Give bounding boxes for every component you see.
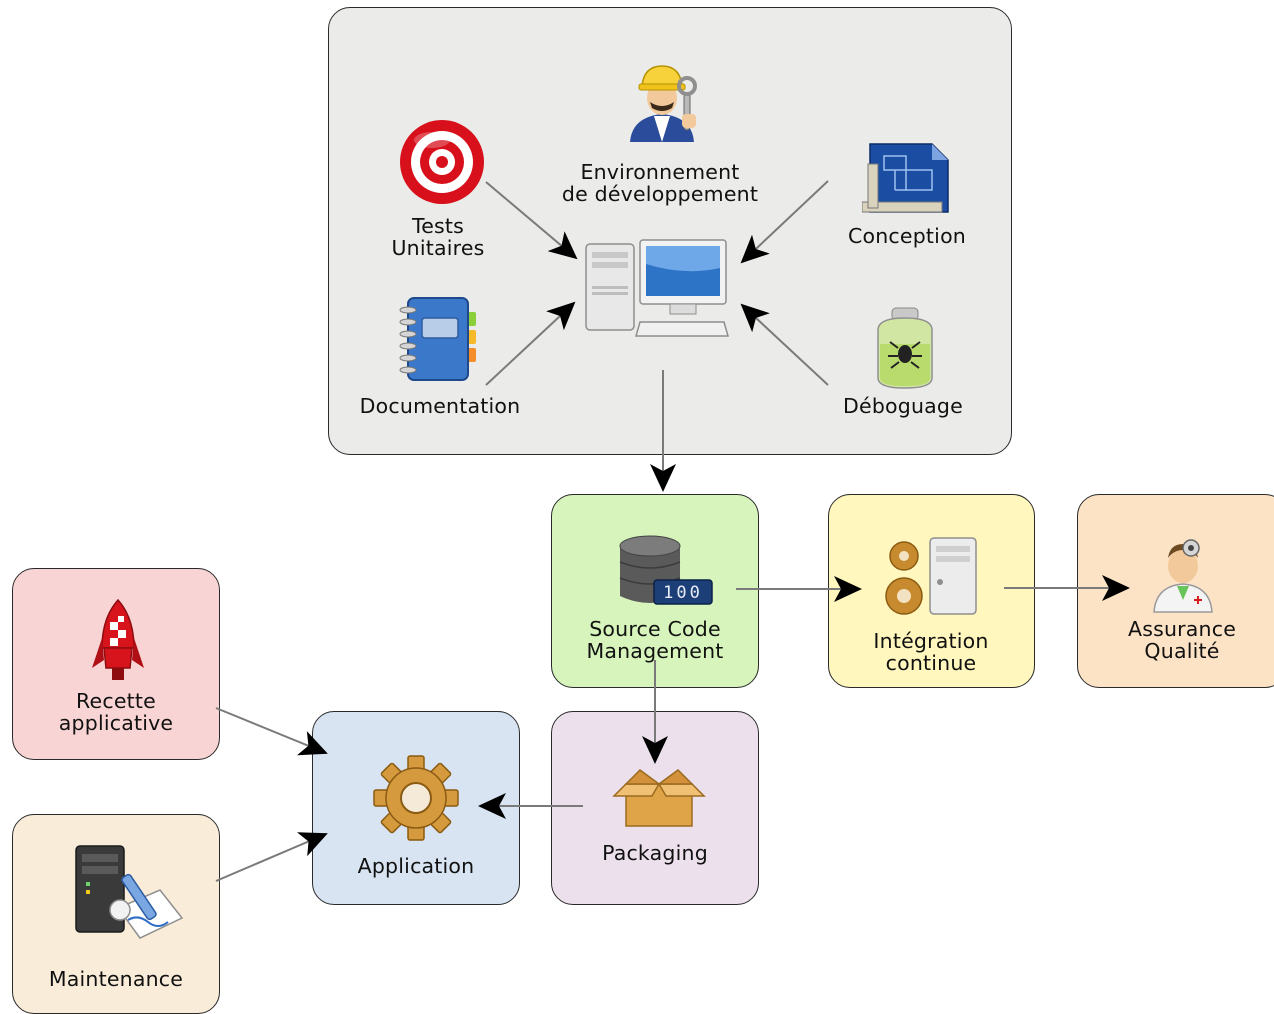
- arrow-maintenance-to-application: [215, 832, 328, 882]
- documentation-label: Documentation: [359, 394, 521, 418]
- scm-label: Source Code Management: [586, 617, 724, 663]
- arrow-recette-to-application: [215, 707, 328, 756]
- arrow-conception-to-workstation: [740, 180, 829, 264]
- maintenance-label: Maintenance: [48, 967, 184, 991]
- rocket-icon: [92, 598, 144, 680]
- doctor-icon: [1153, 539, 1213, 613]
- conception-label: Conception: [847, 224, 966, 248]
- database-icon: 100: [619, 535, 713, 605]
- server-pen-icon: [75, 845, 184, 939]
- blueprint-icon: [862, 143, 949, 213]
- packaging-label: Packaging: [602, 841, 708, 865]
- notebook-icon: [399, 297, 476, 381]
- application-label: Application: [357, 854, 475, 878]
- target-icon: [400, 120, 484, 204]
- arrow-debug-to-workstation: [740, 303, 829, 386]
- ci-label: Intégration continue: [873, 629, 989, 675]
- gears-server-icon: [885, 537, 977, 615]
- box-icon: [612, 769, 706, 827]
- arrow-documentation-to-workstation: [485, 301, 576, 386]
- gear-icon: [373, 755, 459, 841]
- tests-label: Tests Unitaires: [391, 214, 485, 260]
- qa-label: Assurance Qualité: [1127, 617, 1237, 663]
- recette-label: Recette applicative: [58, 689, 174, 735]
- computer-icon: [585, 239, 729, 337]
- bug-jar-icon: [877, 307, 933, 389]
- engineer-icon: [630, 65, 697, 142]
- arrow-tests-to-workstation: [485, 181, 578, 260]
- debug-label: Déboguage: [843, 394, 963, 418]
- environment-label: Environnement de développement: [561, 160, 759, 206]
- scm-counter-text: 100: [663, 583, 703, 603]
